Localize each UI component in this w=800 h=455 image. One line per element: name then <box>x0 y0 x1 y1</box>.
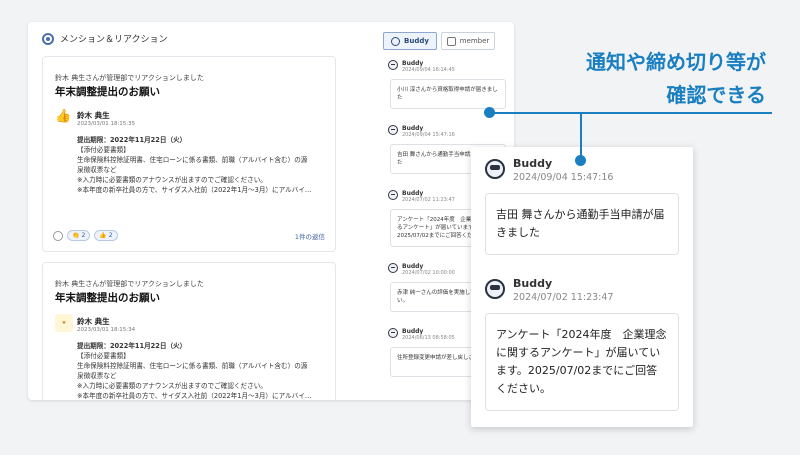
card-body: 提出期限：2022年11月22日（火） 【添付必要書類】 生命保険料控除証明書、… <box>77 342 312 400</box>
clap-icon: 👏 <box>72 232 80 239</box>
annotation-line <box>580 112 582 160</box>
annotation-dot <box>484 107 495 118</box>
thumbs-up-icon: 👍 <box>55 109 72 124</box>
bot-icon <box>388 60 398 70</box>
bot-icon <box>485 279 505 299</box>
add-reaction-icon[interactable] <box>53 230 63 241</box>
reaction-chip[interactable]: 👏2 <box>67 230 91 241</box>
bot-icon <box>388 190 398 200</box>
card-meta: 鈴木 典生さんが管理部でリアクションしました <box>55 280 204 288</box>
message-bubble: 吉田 舞さんから通勤手当申請が届きました <box>485 193 679 255</box>
card-date: 2023/03/01 18:15:35 <box>77 121 136 127</box>
card-title: 年末調整提出のお願い <box>55 292 160 304</box>
tab-bar: Buddy member <box>383 32 495 50</box>
window-header: メンション＆リアクション <box>42 32 168 45</box>
card-body: 提出期限：2022年11月22日（火） 【添付必要書類】 生命保険料控除証明書、… <box>77 136 312 194</box>
reaction-card[interactable]: 鈴木 典生さんが管理部でリアクションしました 年末調整提出のお願い ★ 鈴木 典… <box>42 262 336 400</box>
tab-member[interactable]: member <box>441 32 495 50</box>
card-title: 年末調整提出のお願い <box>55 86 160 98</box>
people-icon <box>446 36 456 46</box>
reaction-card[interactable]: 鈴木 典生さんが管理部でリアクションしました 年末調整提出のお願い 👍 鈴木 典… <box>42 56 336 252</box>
replies-link[interactable]: 1件の返信 <box>294 232 325 241</box>
at-icon <box>42 32 54 45</box>
message-bubble: アンケート「2024年度 企業理念に関するアンケート」が届いています。2025/… <box>485 313 679 411</box>
bot-icon <box>388 125 398 135</box>
annotation-line <box>490 112 772 114</box>
window-title: メンション＆リアクション <box>60 35 168 45</box>
annotation-text: 通知や締め切り等が 確認できる <box>586 50 766 107</box>
bot-icon <box>485 159 505 179</box>
reaction-chip[interactable]: 👍2 <box>94 230 118 241</box>
card-author: 鈴木 典生 <box>77 317 110 326</box>
bot-icon <box>388 328 398 338</box>
annotation-dot <box>575 155 586 166</box>
card-meta: 鈴木 典生さんが管理部でリアクションしました <box>55 74 204 82</box>
card-date: 2023/03/01 18:15:34 <box>77 327 136 333</box>
bot-icon <box>388 263 398 273</box>
tab-buddy[interactable]: Buddy <box>383 32 437 50</box>
card-author: 鈴木 典生 <box>77 111 110 120</box>
thumbs-up-icon: 👍 <box>99 232 107 239</box>
message-bubble: 小川 淳さんから資格取得申請が届きました <box>390 79 506 109</box>
card-footer: 👏2 👍2 1件の返信 <box>53 230 325 241</box>
bot-icon <box>391 36 401 46</box>
mention-reaction-window: メンション＆リアクション Buddy member 鈴木 典生さんが管理部でリア… <box>28 22 514 400</box>
sticker-icon: ★ <box>55 314 73 332</box>
